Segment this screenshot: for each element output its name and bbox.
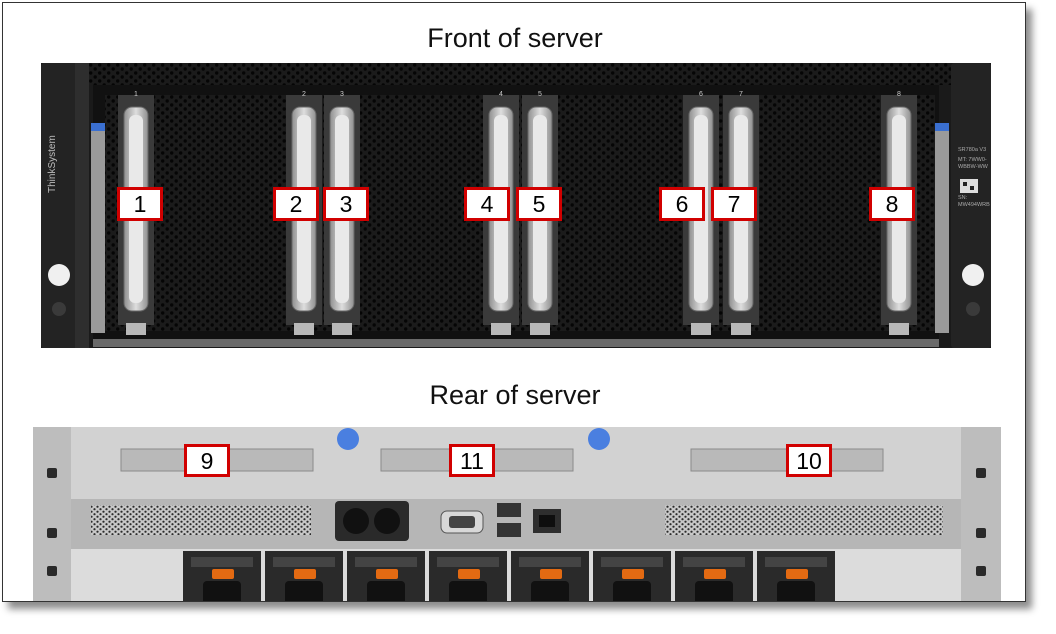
slot-number-label: 5 (538, 91, 542, 98)
rack-hole (47, 528, 57, 538)
usb-port-2[interactable] (497, 523, 521, 537)
slot-number-label: 6 (699, 91, 703, 98)
psu-inlet (531, 581, 569, 601)
rack-hole (47, 468, 57, 478)
top-vent-strip (85, 63, 951, 85)
callout-8: 8 (869, 187, 915, 221)
slot-number-label: 3 (340, 91, 344, 98)
psu-latch[interactable] (704, 569, 726, 579)
power-supply-1[interactable] (183, 551, 261, 602)
psu-latch[interactable] (458, 569, 480, 579)
psu-inlet (203, 581, 241, 601)
power-supply-5[interactable] (511, 551, 589, 602)
power-supply-2[interactable] (265, 551, 343, 602)
rear-vent-right (665, 505, 943, 535)
power-supply-4[interactable] (429, 551, 507, 602)
psu-inlet (695, 581, 733, 601)
rack-hole (976, 468, 986, 478)
callout-3: 3 (323, 187, 369, 221)
power-connector-b (374, 508, 400, 534)
psu-inlet (777, 581, 815, 601)
callout-6: 6 (659, 187, 705, 221)
usb-port-1[interactable] (497, 503, 521, 517)
front-title: Front of server (427, 23, 603, 53)
power-supply-6[interactable] (593, 551, 671, 602)
power-supply-3[interactable] (347, 551, 425, 602)
rear-vent-left (91, 505, 311, 535)
callout-5: 5 (516, 187, 562, 221)
rear-title: Rear of server (429, 380, 601, 410)
power-supply-7[interactable] (675, 551, 753, 602)
callout-2: 2 (273, 187, 319, 221)
bezel-label-text: MT: 7WW0- (958, 157, 987, 163)
callout-1: 1 (117, 187, 163, 221)
rack-hole (976, 528, 986, 538)
callout-9: 9 (184, 444, 230, 477)
slot-number-label: 8 (897, 91, 901, 98)
psu-latch[interactable] (212, 569, 234, 579)
bezel-label-text: MW494WRB (958, 202, 990, 208)
power-connector-a (343, 508, 369, 534)
bezel-label-text: WBBW-WW (958, 164, 989, 170)
psu-inlet (449, 581, 487, 601)
left-thumbscrew[interactable] (337, 428, 359, 450)
rack-hole (47, 566, 57, 576)
thinksystem-logo: ThinkSystem (47, 135, 58, 193)
psu-inlet (285, 581, 323, 601)
rear-chassis (33, 427, 1001, 602)
psu-latch[interactable] (622, 569, 644, 579)
callout-11: 11 (449, 444, 495, 477)
psu-inlet (613, 581, 651, 601)
right-ear-hole (962, 264, 984, 286)
bezel-label-text: SN: (958, 195, 968, 201)
slot-number-label: 7 (739, 91, 743, 98)
psu-latch[interactable] (376, 569, 398, 579)
callout-4: 4 (464, 187, 510, 221)
callout-10: 10 (786, 444, 832, 477)
slot-number-label: 2 (302, 91, 306, 98)
power-supply-8[interactable] (757, 551, 835, 602)
bezel-label-text: SR780a V3 (958, 147, 986, 153)
left-ear-hole (48, 264, 70, 286)
psu-latch[interactable] (540, 569, 562, 579)
figure-frame: Front of server Rear of server (2, 2, 1026, 602)
right-thumbscrew[interactable] (588, 428, 610, 450)
psu-inlet (367, 581, 405, 601)
rack-hole (976, 566, 986, 576)
qr-code (960, 179, 978, 193)
psu-latch[interactable] (786, 569, 808, 579)
psu-latch[interactable] (294, 569, 316, 579)
slot-number-label: 4 (499, 91, 503, 98)
slot-number-label: 1 (134, 91, 138, 98)
callout-7: 7 (711, 187, 757, 221)
